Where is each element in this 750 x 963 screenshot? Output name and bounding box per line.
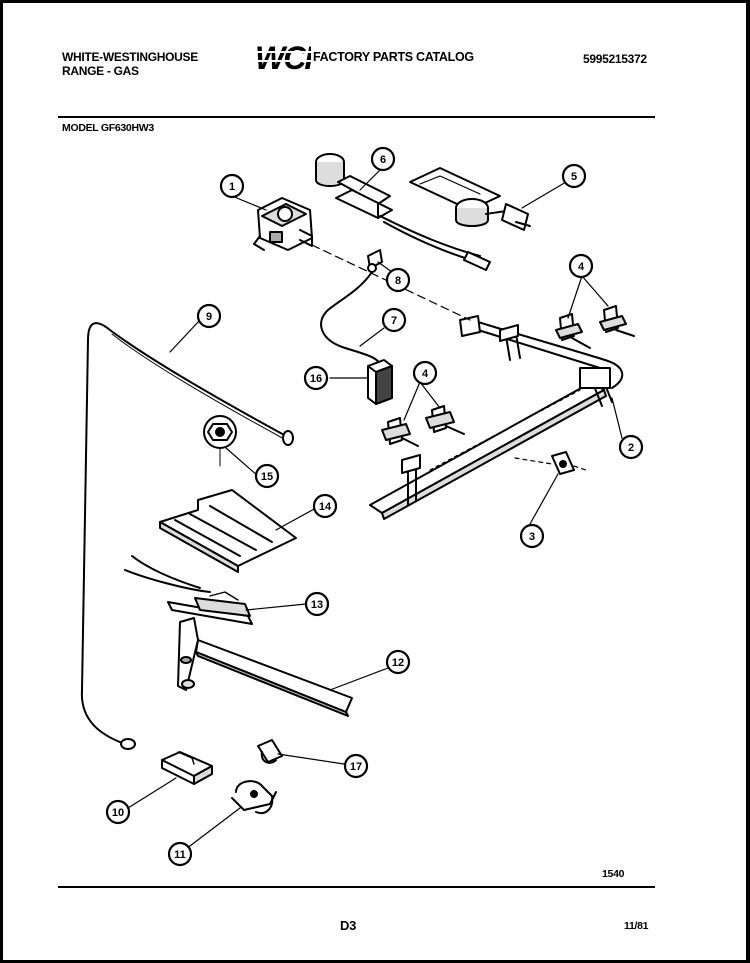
catalog-title: FACTORY PARTS CATALOG [313,50,474,64]
burner-assembly-part-5 [409,167,531,231]
header-rule [58,116,655,118]
callout-15: 15 [261,471,273,483]
clip-part-8 [327,249,383,311]
wci-logo: WCI [253,40,311,74]
callout-6: 6 [380,154,386,166]
spark-module-part-16 [367,359,393,405]
page-label: D3 [340,918,357,933]
oven-ignitor-part-13 [124,555,253,625]
regulator-part-1 [253,197,313,251]
burner-assembly-part-6 [315,153,491,271]
callout-8: 8 [395,275,401,287]
callout-14: 14 [319,501,332,513]
bracket-part-10 [161,751,213,785]
clamp-part-11 [231,780,277,814]
valve-part-4-middle [381,405,465,447]
callout-5: 5 [571,171,577,183]
bracket-part-3 [514,451,587,475]
nut-part-15 [203,415,237,467]
callout-16: 16 [310,373,322,385]
footer-rule [58,886,655,888]
brand-line-2: RANGE - GAS [62,64,139,78]
heat-shield-part-14 [159,489,297,573]
date-label: 11/81 [624,920,649,932]
valve-part-4-upper [555,305,635,349]
diagram-number: 1540 [602,868,625,880]
thermocouple-part-7 [320,309,381,367]
callout-4-middle: 4 [422,368,429,380]
callout-7: 7 [391,315,397,327]
gas-tube-part-9 [80,322,294,750]
catalog-number: 5995215372 [583,52,647,66]
wci-logo-text: WCI [255,40,311,74]
callout-2: 2 [628,442,634,454]
manifold-part-2 [369,315,624,520]
callout-12: 12 [392,657,404,669]
callout-13: 13 [311,599,323,611]
callout-4-upper: 4 [578,261,585,273]
oven-burner-part-12 [177,617,353,717]
callout-9: 9 [206,311,212,323]
callout-circles [105,146,644,867]
leader-lines [127,167,623,853]
callout-11: 11 [174,849,186,861]
callout-10: 10 [112,807,124,819]
callout-3: 3 [529,531,535,543]
callout-17: 17 [350,761,362,773]
callout-numbers: 1 2 3 4 4 5 6 7 8 9 10 11 12 13 14 15 16… [112,154,634,861]
clip-part-17 [257,739,283,764]
model-label: MODEL GF630HW3 [62,122,154,134]
brand-line-1: WHITE-WESTINGHOUSE [62,50,198,64]
callout-1: 1 [229,181,235,193]
